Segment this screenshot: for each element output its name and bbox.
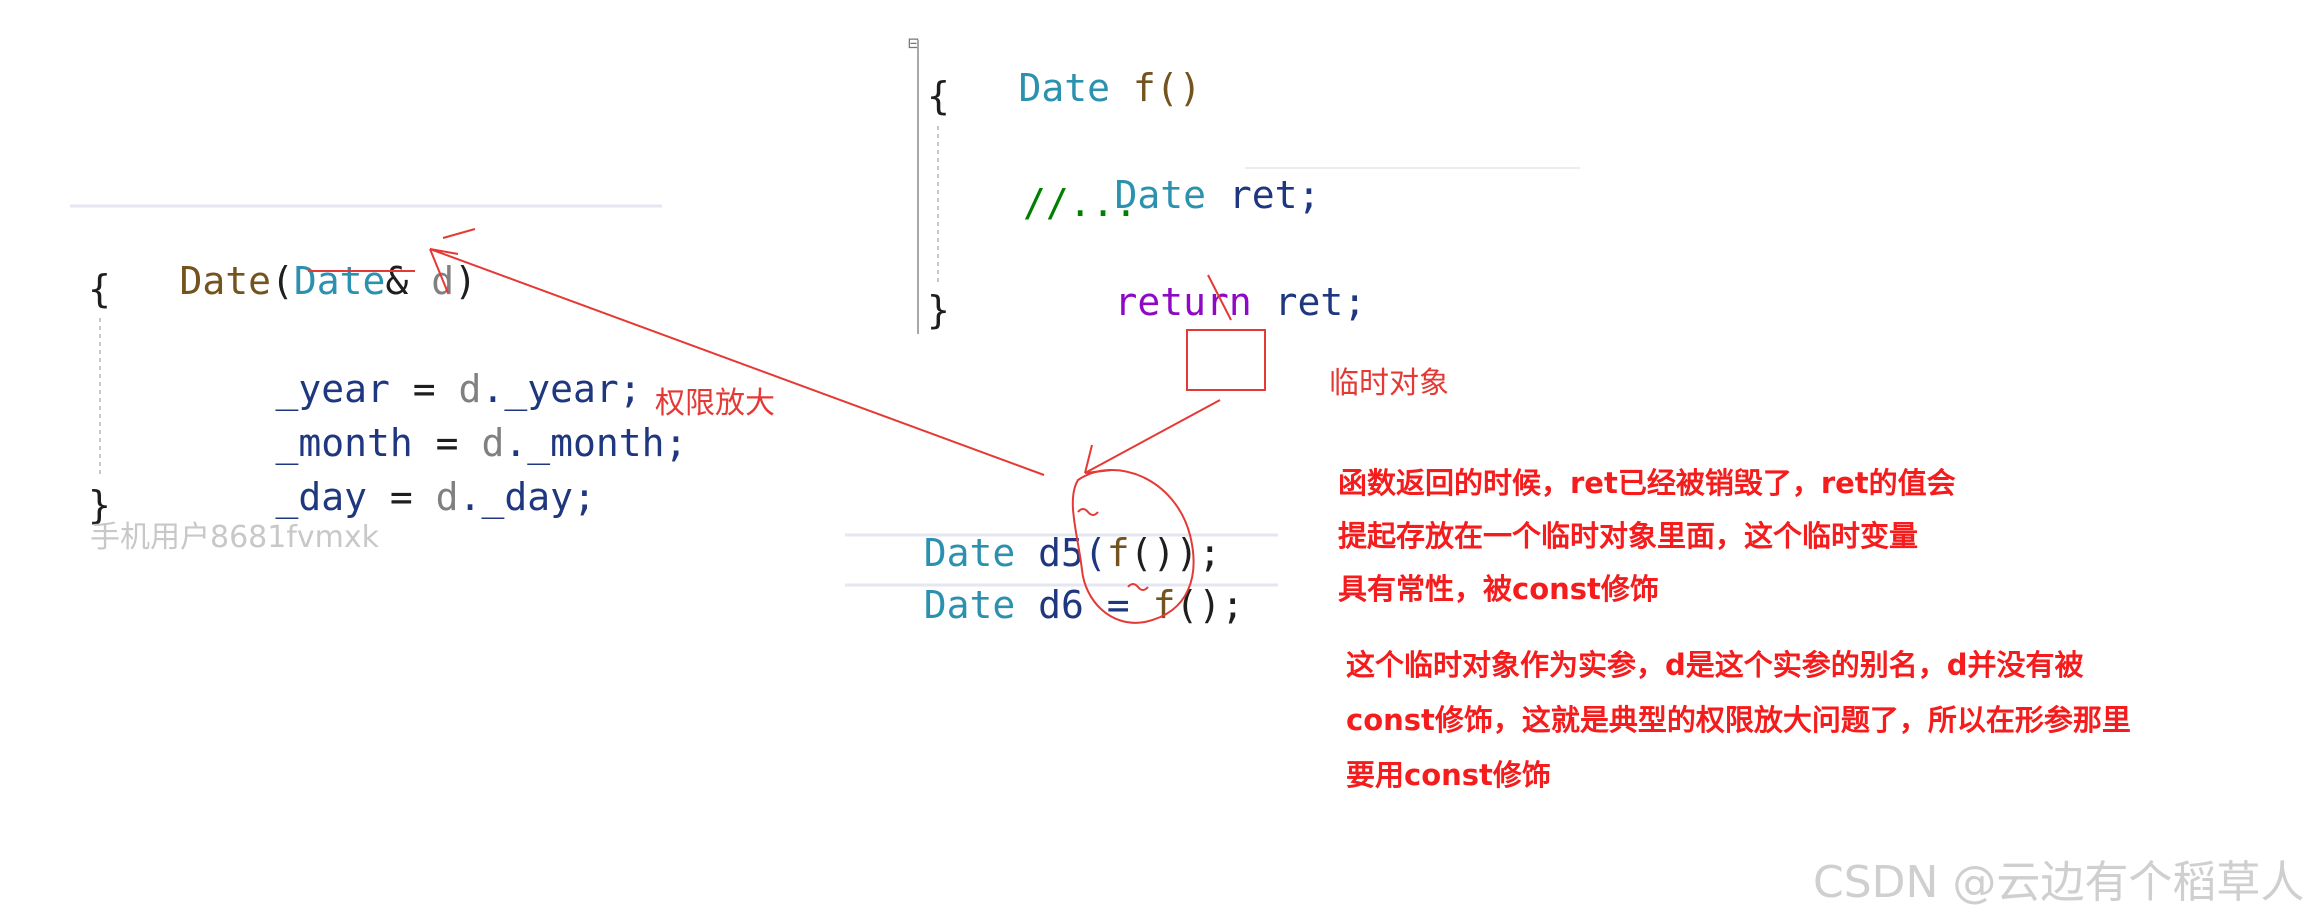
explain1-line1: 函数返回的时候，ret已经被销毁了，ret的值会 [1338, 466, 1956, 500]
func-decl-line: Date ret; [1114, 173, 1321, 217]
func-name: f() [1110, 66, 1202, 110]
box-arrowhead [1084, 444, 1113, 474]
ctor-line-day: _day = d._day; [275, 475, 596, 519]
privilege-amplification-label: 权限放大 [655, 386, 775, 421]
explain2-line3: 要用const修饰 [1346, 758, 1551, 792]
ctor-open-brace: { [88, 267, 111, 311]
func-comment-line: //... [1023, 181, 1138, 225]
param-d: d [431, 259, 455, 303]
func-return-line: return ret; [1114, 280, 1367, 324]
collapse-icon[interactable]: ⊟ [908, 33, 919, 54]
param-type: Date [293, 259, 386, 303]
explain2-line2: const修饰，这就是典型的权限放大问题了，所以在形参那里 [1346, 703, 2131, 737]
return-type: Date [1018, 66, 1111, 110]
func-close-brace: } [927, 288, 950, 332]
temp-object-label: 临时对象 [1329, 366, 1449, 401]
explain1-line2: 提起存放在一个临时对象里面，这个临时变量 [1338, 519, 1919, 553]
ctor-close-brace: } [88, 483, 111, 527]
func-open-brace: { [927, 74, 950, 118]
box-to-call-arrow [1084, 399, 1221, 474]
explain1-line3: 具有常性，被const修饰 [1338, 572, 1659, 606]
func-f-signature: ⊟ Date f() [905, 19, 1202, 157]
ctor-name: Date [179, 259, 272, 303]
explain2-line1: 这个临时对象作为实参，d是这个实参的别名，d并没有被 [1346, 648, 2084, 682]
user-watermark: 手机用户8681fvmxk [90, 520, 380, 555]
csdn-watermark: CSDN @云边有个稻草人 [1813, 857, 2305, 908]
call-d6-line: Date d6 = f(); [923, 583, 1245, 627]
